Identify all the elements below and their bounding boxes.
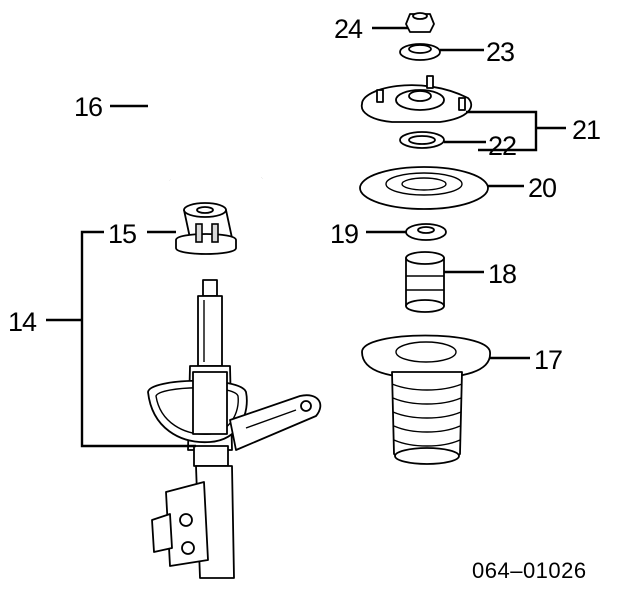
dust-boot: [361, 334, 491, 465]
callout-17: 17: [534, 345, 562, 375]
callout-22: 22: [488, 131, 516, 161]
callout-20: 20: [528, 173, 556, 203]
bearing-washer: [399, 43, 441, 61]
callout-15: 15: [108, 219, 136, 249]
upper-spring-seat: [359, 166, 489, 210]
callout-14: 14: [8, 307, 37, 337]
callout-23: 23: [486, 37, 514, 67]
shock-strut: [147, 279, 322, 579]
callout-21: 21: [572, 115, 600, 145]
reference-code: 064–01026: [472, 558, 587, 583]
coil-spring: [147, 32, 268, 192]
leader-lines: [46, 26, 566, 448]
strut-bearing: [399, 131, 445, 149]
spring-isolator: [175, 202, 237, 255]
callout-19: 19: [330, 219, 358, 249]
callout-24: 24: [334, 14, 363, 44]
jounce-bumper: [405, 251, 445, 313]
strut-mount: [360, 75, 473, 123]
callout-18: 18: [488, 259, 516, 289]
insulator-washer: [405, 223, 447, 241]
callout-16: 16: [74, 92, 102, 122]
strut-nut: [405, 12, 435, 33]
